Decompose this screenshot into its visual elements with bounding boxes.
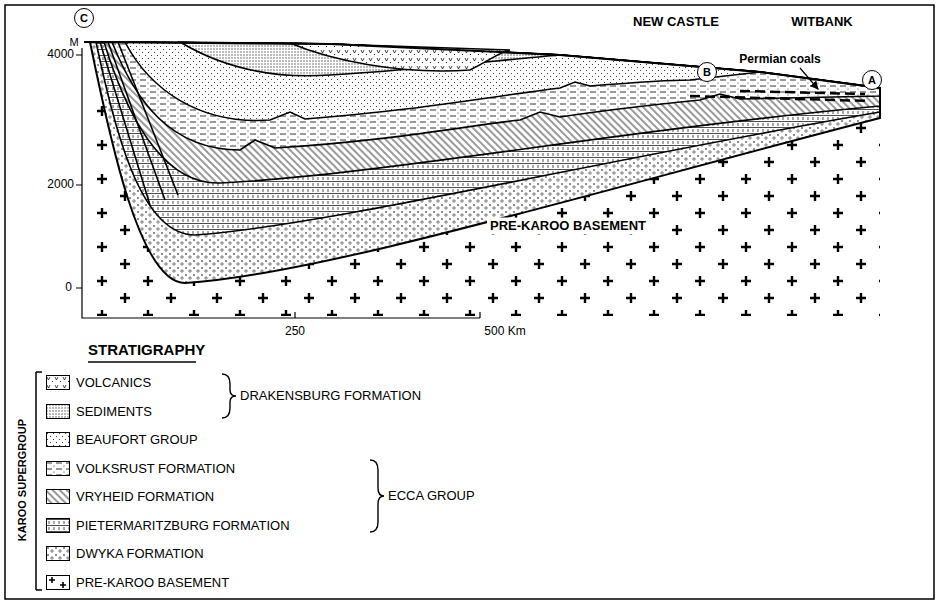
section-point-letter: A	[868, 75, 876, 86]
section-point-circle: B	[697, 62, 717, 82]
section-point-letter: C	[80, 13, 88, 24]
axis-label: 2000	[47, 178, 74, 192]
axis-label: 0	[65, 281, 72, 295]
axis-label: 250	[285, 325, 305, 339]
map-label: WITBANK	[791, 15, 852, 30]
legend-heading: DRAKENSBURG FORMATION	[240, 389, 421, 404]
legend-text: BEAUFORT GROUP	[76, 432, 198, 447]
axis-label: 4000	[47, 48, 74, 62]
legend-swatch	[46, 518, 70, 533]
legend-swatch	[46, 575, 70, 590]
section-point-letter: B	[703, 67, 711, 78]
section-point-circle: A	[862, 70, 882, 90]
legend-text: VRYHEID FORMATION	[76, 489, 214, 504]
legend-swatch	[46, 461, 70, 476]
legend-swatch	[46, 375, 70, 390]
legend-swatch	[46, 404, 70, 419]
legend-swatch	[46, 489, 70, 504]
section-point-circle: C	[74, 8, 94, 28]
legend-swatch	[46, 546, 70, 561]
axis-label: M	[69, 36, 78, 49]
legend-heading: STRATIGRAPHY	[88, 341, 205, 358]
legend-text: VOLCANICS	[76, 375, 151, 390]
map-label: PRE-KAROO BASEMENT	[487, 218, 649, 235]
legend-text: DWYKA FORMATION	[76, 546, 204, 561]
legend-text: VOLKSRUST FORMATION	[76, 460, 235, 475]
legend-text: SEDIMENTS	[76, 403, 152, 418]
map-label: NEW CASTLE	[633, 15, 719, 30]
legend-text: PRE-KAROO BASEMENT	[76, 574, 229, 589]
legend-text: PIETERMARITZBURG FORMATION	[76, 517, 290, 532]
axis-label: 500 Km	[484, 325, 525, 339]
legend-heading: ECCA GROUP	[388, 489, 475, 504]
legend-swatch	[46, 432, 70, 447]
legend-heading: KAROO SUPERGROUP	[16, 419, 29, 541]
map-label: Permian coals	[737, 53, 822, 67]
